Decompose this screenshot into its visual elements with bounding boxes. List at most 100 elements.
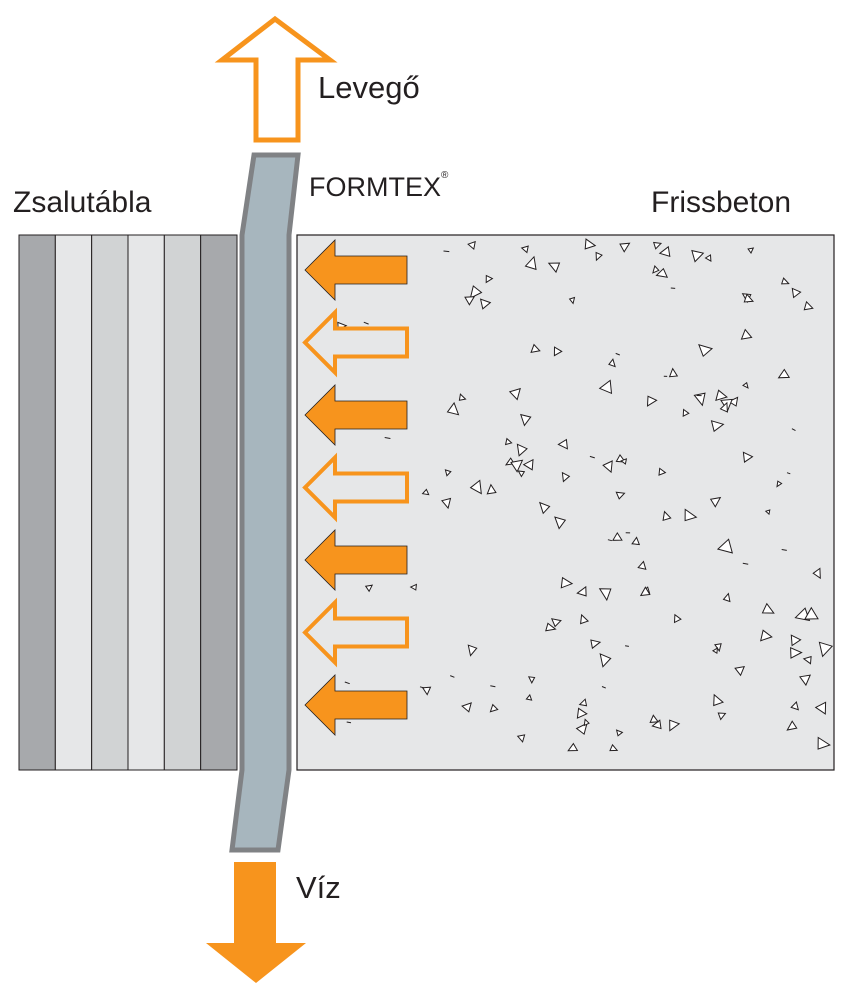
aggregate-particle	[508, 387, 521, 401]
aggregate-particle	[486, 483, 497, 495]
aggregate-fleck	[781, 549, 787, 551]
aggregate-particle	[583, 718, 590, 727]
aggregate-particle	[446, 401, 460, 416]
aggregate-particle	[520, 245, 529, 254]
aggregate-particle	[504, 437, 513, 446]
aggregate-particle	[804, 606, 819, 620]
aggregate-particle	[814, 701, 827, 715]
board-stripe	[200, 234, 238, 771]
aggregate-particle	[799, 674, 812, 687]
aggregate-particle	[550, 618, 562, 628]
aggregate-particle	[524, 255, 537, 271]
aggregate-particle	[776, 480, 783, 488]
aggregate-particle	[682, 408, 690, 418]
formwork-board-label: Zsalutábla	[13, 186, 152, 219]
board-stripe	[163, 234, 202, 771]
aggregate-particle	[812, 567, 821, 580]
aggregate-fleck	[363, 321, 369, 325]
aggregate-particle	[658, 245, 671, 258]
aggregate-particle	[619, 242, 631, 253]
water-down-arrow	[206, 862, 306, 983]
aggregate-particle	[461, 702, 472, 713]
aggregate-particle	[539, 501, 551, 515]
aggregate-particle	[817, 736, 831, 750]
aggregate-particle	[520, 413, 532, 427]
aggregate-particle	[479, 298, 492, 310]
aggregate-fleck	[625, 645, 629, 647]
aggregate-particle	[717, 712, 727, 721]
aggregate-particle	[567, 742, 579, 752]
aggregate-particle	[802, 655, 812, 665]
aggregate-particle	[713, 693, 724, 707]
aggregate-particle	[598, 379, 613, 395]
aggregate-particle	[631, 536, 641, 546]
registered-mark: ®	[441, 170, 449, 181]
aggregate-particle	[421, 488, 430, 496]
aggregate-particle	[530, 343, 541, 354]
aggregate-particle	[684, 508, 698, 522]
aggregate-particle	[580, 613, 590, 625]
aggregate-particle	[467, 644, 478, 657]
aggregate-particle	[595, 251, 603, 262]
aggregate-particle	[612, 531, 623, 541]
formtex-name: FORMTEX	[309, 172, 441, 202]
aggregate-particle	[777, 368, 791, 379]
aggregate-particle	[467, 240, 476, 251]
aggregate-particle	[545, 622, 557, 632]
aggregate-particle	[716, 538, 734, 554]
aggregate-particle	[646, 395, 658, 407]
aggregate-fleck	[490, 685, 496, 688]
aggregate-particle	[469, 479, 482, 495]
aggregate-particle	[673, 613, 682, 624]
aggregate-particle	[584, 238, 597, 250]
aggregate-particle	[441, 497, 452, 510]
aggregate-particle	[790, 647, 803, 659]
aggregate-particle	[547, 262, 561, 274]
board-stripe	[127, 234, 165, 771]
aggregate-particle	[364, 584, 374, 593]
aggregate-particle	[790, 701, 800, 711]
formtex-label: FORMTEX®	[309, 170, 449, 203]
aggregate-particle	[602, 460, 613, 474]
board-stripe	[54, 234, 93, 771]
aggregate-particle	[742, 451, 754, 463]
aggregate-particle	[652, 265, 660, 274]
aggregate-fleck	[346, 721, 352, 724]
aggregate-particle	[698, 344, 714, 358]
aggregate-particle	[781, 277, 790, 285]
aggregate-particle	[639, 586, 651, 597]
concrete-aggregate-particles	[311, 238, 834, 752]
side-arrows	[302, 239, 409, 736]
aggregate-particle	[734, 665, 746, 677]
water-drain-arrow	[304, 384, 408, 446]
aggregate-particle	[525, 693, 533, 701]
aggregate-particle	[554, 516, 567, 530]
aggregate-particle	[704, 254, 712, 262]
board-stripe	[91, 234, 129, 771]
aggregate-particle	[576, 585, 587, 597]
aggregate-particle	[719, 401, 728, 413]
aggregate-fleck	[344, 681, 350, 685]
aggregate-particle	[489, 703, 499, 713]
aggregate-fleck	[443, 250, 450, 253]
aggregate-particle	[553, 346, 563, 357]
aggregate-particle	[711, 647, 718, 655]
aggregate-particle	[469, 285, 483, 300]
aggregate-particle	[649, 714, 660, 723]
aggregate-particle	[709, 496, 722, 508]
aggregate-particle	[786, 720, 798, 731]
aggregate-particle	[575, 722, 588, 735]
aggregate-fleck	[615, 352, 620, 356]
aggregate-particle	[510, 459, 524, 473]
board-stripe	[18, 234, 56, 771]
aggregate-particle	[590, 639, 602, 650]
aggregate-particle	[651, 719, 662, 730]
aggregate-particle	[742, 381, 749, 389]
air-drain-arrow	[302, 452, 409, 523]
aggregate-particle	[517, 470, 526, 478]
aggregate-particle	[444, 469, 452, 477]
aggregate-particle	[458, 393, 467, 401]
aggregate-particle	[803, 300, 814, 311]
aggregate-particle	[409, 583, 417, 591]
